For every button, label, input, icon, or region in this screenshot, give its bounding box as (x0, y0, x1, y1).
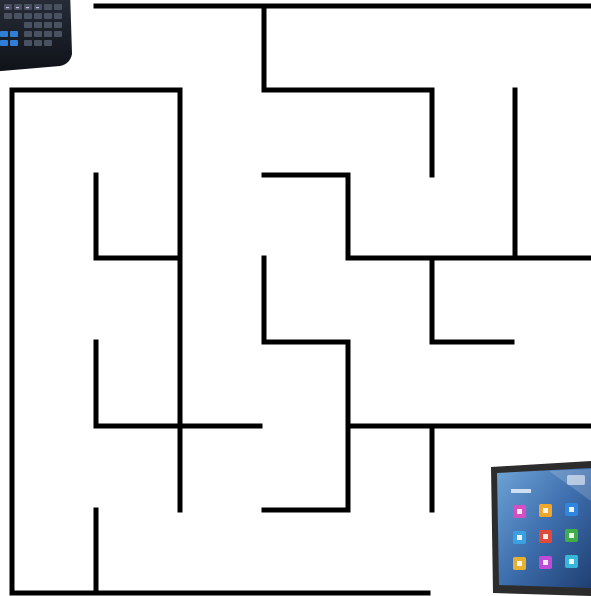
tablet-icon (489, 461, 591, 596)
keyboard-icon (0, 0, 72, 72)
